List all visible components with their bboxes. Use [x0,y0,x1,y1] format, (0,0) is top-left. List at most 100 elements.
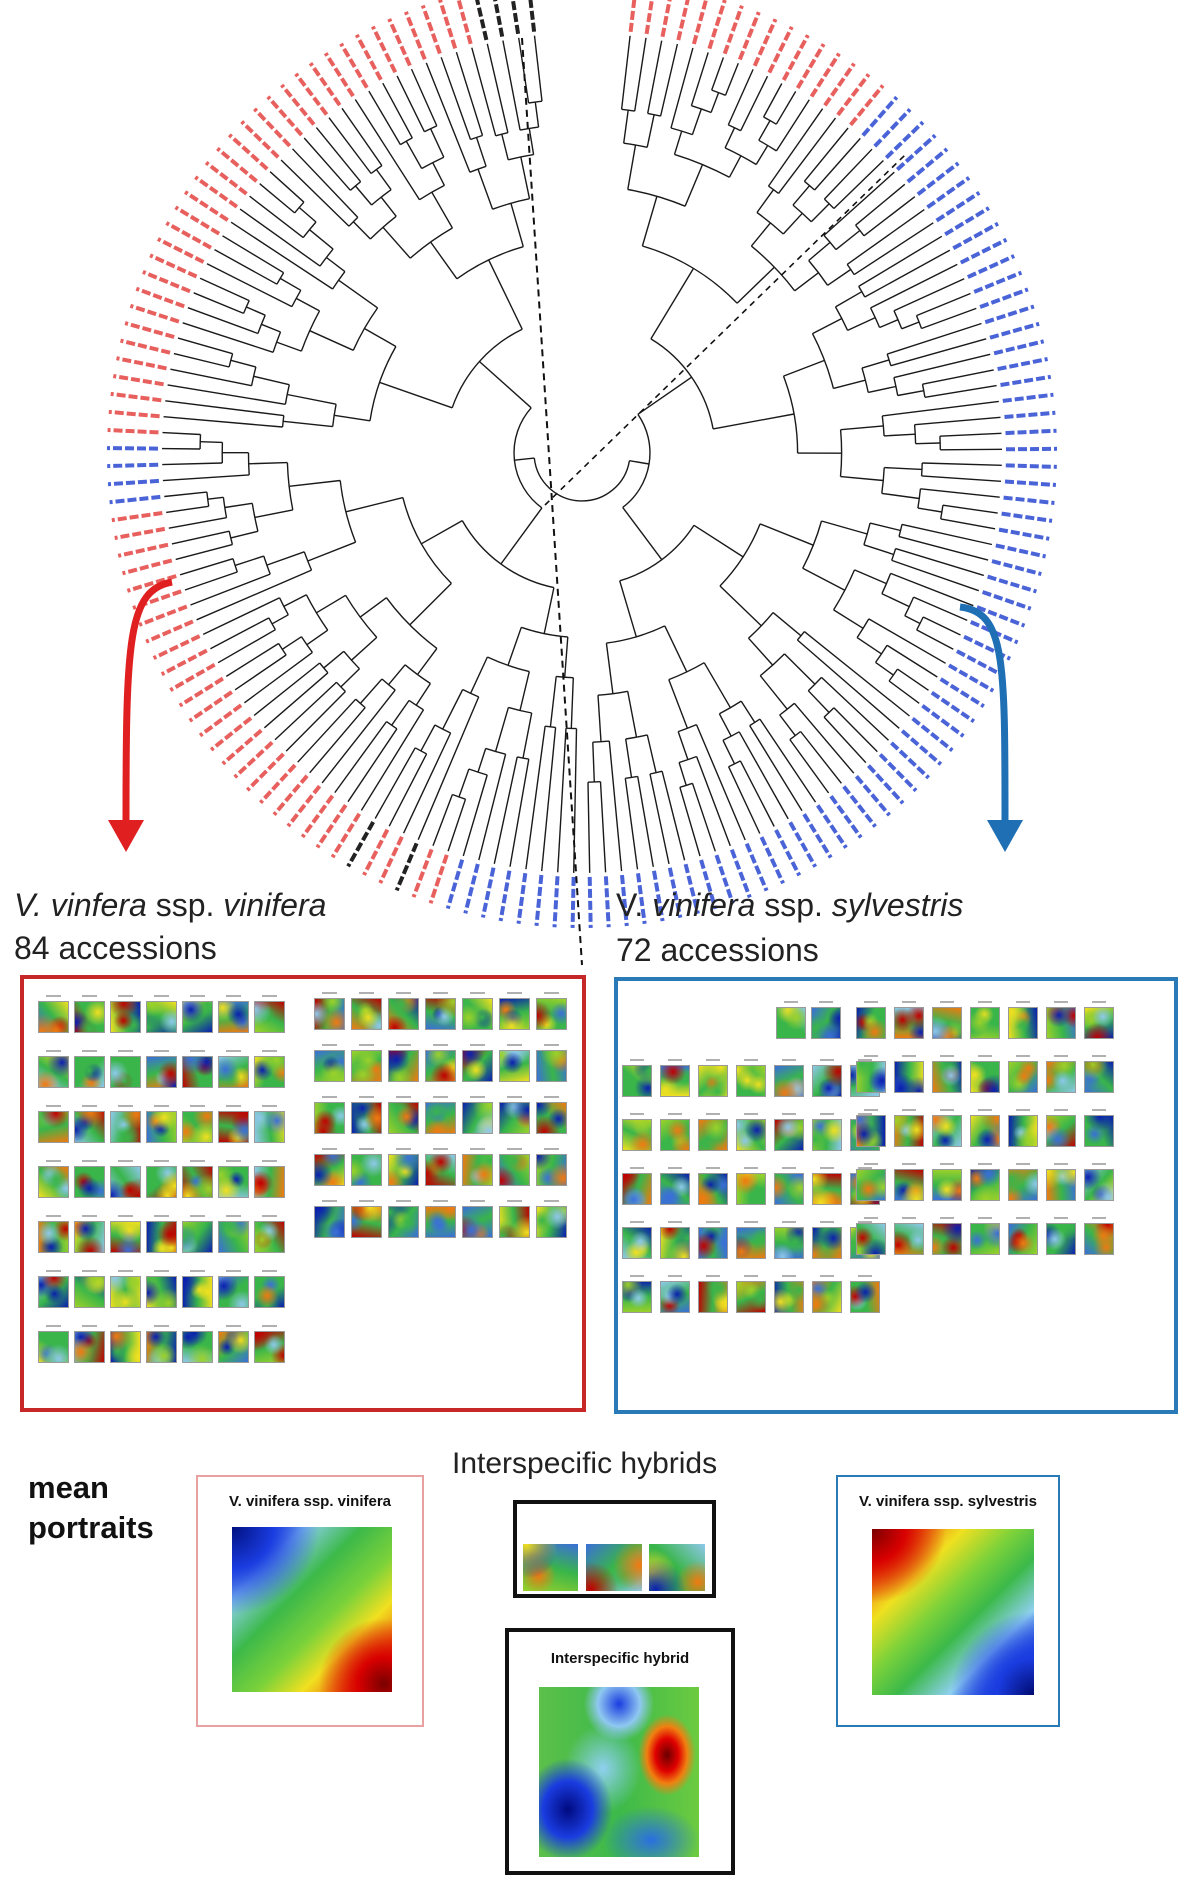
tree-branch [409,582,452,626]
portrait-thumbnail [850,1281,880,1313]
tree-arc [846,263,855,275]
thumb-caption [262,1050,277,1052]
thumb-caption [154,1050,169,1052]
tree-branch [649,773,670,865]
tree-branch [922,369,994,385]
thumb-caption [544,992,559,994]
tree-branch [775,91,797,125]
portrait-thumbnail [388,1154,419,1186]
thumb-caption [359,1096,374,1098]
leaf-label [371,25,398,74]
tree-branch [622,506,663,561]
thumb-caption [46,995,61,997]
leaf-label [895,133,937,171]
tree-branch [847,316,876,332]
thumb-caption [782,1167,796,1169]
tree-branch [750,222,771,247]
tree-branch [802,567,846,591]
leaf-label [463,863,480,914]
thumb-caption [902,1163,916,1165]
thumb-caption [396,1044,411,1046]
tree-branch [659,43,679,117]
thumb-caption [744,1113,758,1115]
portrait-thumbnail [425,998,456,1030]
portrait-thumbnail [146,1331,177,1363]
leaf-label [676,0,690,41]
tree-branch [415,683,431,706]
portrait-thumbnail [314,998,345,1030]
portrait-thumbnail [970,1007,1000,1039]
portrait-thumbnail [38,1276,69,1308]
portrait-thumbnail [146,1111,177,1143]
tree-branch [898,535,989,561]
leaf-label [921,704,965,738]
leaf-label [404,11,427,60]
tree-arc [335,681,346,692]
thumb-caption [226,1270,241,1272]
portrait-thumbnail [254,1276,285,1308]
tree-branch [823,171,895,236]
thumb-caption [544,1148,559,1150]
tree-branch [870,263,958,309]
tree-branch [447,798,467,852]
tree-branch [759,718,817,803]
portrait-thumbnail [146,1166,177,1198]
tree-branch [502,40,521,131]
thumb-caption [118,995,133,997]
portrait-thumbnail [182,1111,213,1143]
tree-arc [319,662,329,674]
tree-branch [623,110,629,144]
tree-branch [827,268,852,286]
tree-branch [420,724,436,752]
thumb-caption [820,1221,834,1223]
portrait-thumbnail [351,1154,382,1186]
portrait-thumbnail [388,998,419,1030]
tree-branch [920,488,1000,498]
tree-branch [162,462,223,466]
portrait-thumbnail [351,1102,382,1134]
tree-branch [541,727,557,872]
tree-branch [755,145,769,165]
tree-arc [519,126,539,131]
tree-branch [863,544,894,556]
leaf-label [165,221,212,250]
leaf-label [667,867,683,919]
tree-branch [323,650,345,669]
thumb-caption [940,1217,954,1219]
leaf-label [493,0,505,37]
thumb-caption [902,1001,916,1003]
tree-branch [779,714,796,737]
portrait-thumbnail [388,1206,419,1238]
tree-arc [592,740,610,743]
thumb-caption [226,1050,241,1052]
tree-branch [442,689,464,730]
thumb-caption [396,1200,411,1202]
leaf-label [660,0,672,38]
tree-branch [309,707,366,774]
thumb-caption [706,1275,720,1277]
tree-arc [808,260,829,286]
portrait-thumbnail [622,1227,652,1259]
leaf-label [240,120,280,159]
tree-branch [494,707,510,752]
tree-branch [738,731,789,820]
tree-branch [295,297,320,312]
tree-branch [627,691,638,738]
tree-branch [833,379,866,390]
leaf-label [245,752,285,792]
tree-arc [228,353,234,368]
thumb-caption [226,995,241,997]
blue-arrow-icon [959,603,1009,821]
tree-branch [691,108,702,135]
tree-branch [162,431,201,436]
thumb-caption [262,1105,277,1107]
portrait-thumbnail [856,1169,886,1201]
thumb-caption [507,1096,522,1098]
portrait-thumbnail [660,1281,690,1313]
thumb-caption [706,1221,720,1223]
portrait-thumbnail [536,998,567,1030]
leaf-label [354,33,383,81]
thumb-caption [262,1325,277,1327]
tree-arc [650,338,714,430]
tree-branch [368,90,402,145]
